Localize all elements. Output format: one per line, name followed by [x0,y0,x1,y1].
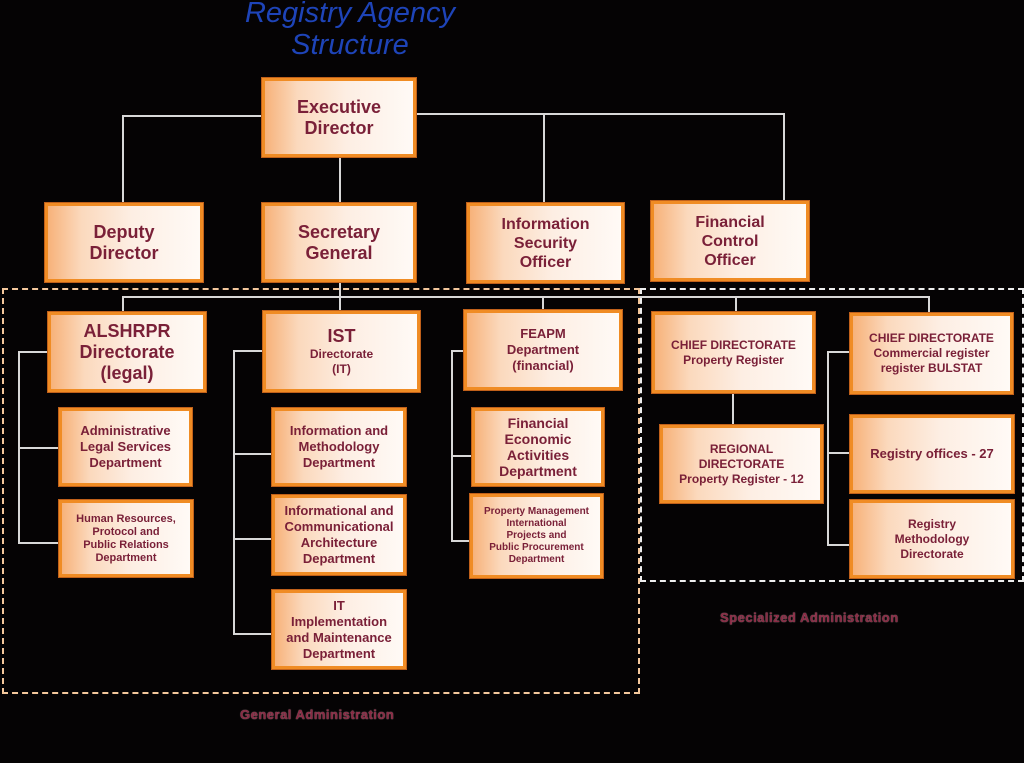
title-line-2: Structure [291,29,409,61]
node-financial-economic-activities[interactable]: Financial Economic Activities Department [471,407,605,487]
node-chief-directorate-commercial-register[interactable]: CHIEF DIRECTORATE Commercial register re… [849,312,1014,395]
specialized-administration-region [640,288,1024,582]
connector [18,447,60,449]
node-registry-offices[interactable]: Registry offices - 27 [849,414,1015,494]
connector [233,538,273,540]
node-administrative-legal-services[interactable]: Administrative Legal Services Department [58,407,193,487]
node-secretary-general[interactable]: Secretary General [261,202,417,283]
connector [122,296,124,312]
connector [451,350,465,352]
node-information-security-officer[interactable]: Information Security Officer [466,202,625,284]
connector [416,113,785,115]
connector [339,282,341,314]
node-regional-directorate[interactable]: REGIONAL DIRECTORATE Property Register -… [659,424,824,504]
node-property-management[interactable]: Property Management International Projec… [469,493,604,579]
node-feapm-department[interactable]: FEAPM Department (financial) [463,309,623,391]
node-human-resources[interactable]: Human Resources, Protocol and Public Rel… [58,499,194,578]
node-information-methodology[interactable]: Information and Methodology Department [271,407,407,487]
connector [122,296,930,298]
connector [18,351,48,353]
connector [122,115,262,117]
connector [451,455,473,457]
connector [451,350,453,541]
connector [543,113,545,203]
node-alshrpr-directorate[interactable]: ALSHRPR Directorate (legal) [47,311,207,393]
connector [732,393,734,426]
specialized-administration-label: Specialized Administration [720,610,899,625]
node-it-implementation-maintenance[interactable]: IT Implementation and Maintenance Depart… [271,589,407,670]
connector [542,296,544,310]
node-deputy-director[interactable]: Deputy Director [44,202,204,283]
connector [827,351,851,353]
chart-title: Registry Agency Structure [0,0,700,61]
connector [827,351,829,545]
connector [827,544,851,546]
connector [18,542,60,544]
node-registry-methodology-directorate[interactable]: Registry Methodology Directorate [849,499,1015,579]
node-informational-communicational-architecture[interactable]: Informational and Communicational Archit… [271,494,407,576]
connector [122,115,124,204]
connector [451,540,473,542]
node-chief-directorate-property-register[interactable]: CHIEF DIRECTORATE Property Register [651,311,816,394]
connector [783,113,785,201]
connector [827,452,851,454]
connector [928,296,930,313]
connector [233,350,264,352]
connector [233,633,273,635]
node-executive-director[interactable]: Executive Director [261,77,417,158]
node-financial-control-officer[interactable]: Financial Control Officer [650,200,810,282]
general-administration-label: General Administration [240,707,395,722]
connector [339,156,341,203]
connector [735,296,737,312]
general-administration-region [2,288,640,694]
title-line-1: Registry Agency [244,0,456,29]
connector [233,453,273,455]
connector [233,350,235,634]
node-ist-directorate[interactable]: IST Directorate (IT) [262,310,421,393]
